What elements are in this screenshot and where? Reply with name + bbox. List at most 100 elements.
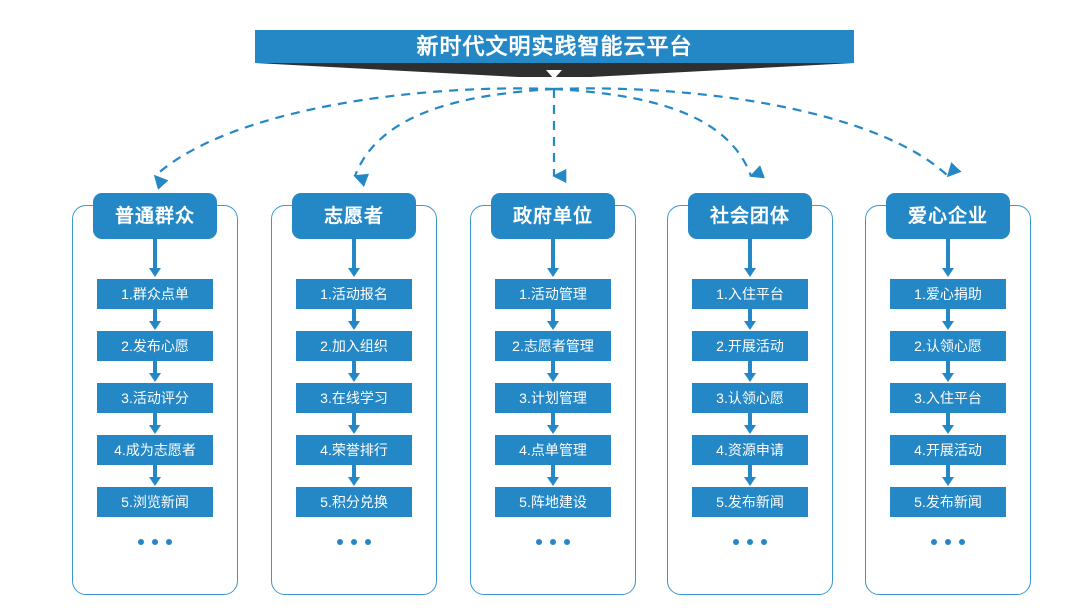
ellipsis-dot	[138, 539, 144, 545]
list-item[interactable]: 4.成为志愿者	[97, 435, 213, 465]
more-items-ellipsis	[337, 539, 371, 545]
column-header-volunteer[interactable]: 志愿者	[292, 193, 416, 239]
list-item-label: 1.活动管理	[519, 286, 587, 302]
list-item-label: 5.阵地建设	[519, 494, 587, 510]
column-body: 1.群众点单 2.发布心愿 3.活动评分 4.成为志愿者 5.浏览新闻	[72, 239, 238, 545]
down-arrow-icon	[546, 309, 560, 331]
list-item[interactable]: 1.爱心捐助	[890, 279, 1006, 309]
down-arrow-icon	[148, 413, 162, 435]
ellipsis-dot	[945, 539, 951, 545]
column-body: 1.入住平台 2.开展活动 3.认领心愿 4.资源申请 5.发布新闻	[667, 239, 833, 545]
column-header-government-unit[interactable]: 政府单位	[491, 193, 615, 239]
column-header-social-group[interactable]: 社会团体	[688, 193, 812, 239]
list-item-label: 1.入住平台	[716, 286, 784, 302]
list-item[interactable]: 3.在线学习	[296, 383, 412, 413]
down-arrow-icon	[941, 361, 955, 383]
list-item[interactable]: 5.发布新闻	[692, 487, 808, 517]
down-arrow-icon	[941, 239, 955, 279]
list-item[interactable]: 3.认领心愿	[692, 383, 808, 413]
column-header-label: 普通群众	[114, 205, 195, 227]
down-arrow-icon	[347, 309, 361, 331]
list-item-label: 4.荣誉排行	[320, 442, 388, 458]
down-arrow-icon	[941, 465, 955, 487]
list-item-label: 5.发布新闻	[914, 494, 982, 510]
list-item-label: 3.入住平台	[914, 390, 982, 406]
list-item[interactable]: 4.点单管理	[495, 435, 611, 465]
down-caret-icon	[546, 70, 562, 79]
list-item-label: 1.活动报名	[320, 286, 388, 302]
ellipsis-dot	[166, 539, 172, 545]
down-arrow-icon	[743, 413, 757, 435]
ellipsis-dot	[959, 539, 965, 545]
list-item[interactable]: 2.开展活动	[692, 331, 808, 361]
list-item[interactable]: 4.资源申请	[692, 435, 808, 465]
list-item-label: 3.活动评分	[121, 390, 189, 406]
list-item[interactable]: 3.计划管理	[495, 383, 611, 413]
ellipsis-dot	[761, 539, 767, 545]
role-column-volunteer: 志愿者 1.活动报名 2.加入组织 3.在线学习 4.荣誉排行 5.积分兑换	[271, 193, 437, 595]
list-item-label: 2.开展活动	[716, 338, 784, 354]
more-items-ellipsis	[931, 539, 965, 545]
list-item[interactable]: 2.认领心愿	[890, 331, 1006, 361]
list-item-label: 2.加入组织	[320, 338, 388, 354]
ellipsis-dot	[550, 539, 556, 545]
role-column-social-group: 社会团体 1.入住平台 2.开展活动 3.认领心愿 4.资源申请 5.发布新闻	[667, 193, 833, 595]
ellipsis-dot	[351, 539, 357, 545]
list-item[interactable]: 1.活动报名	[296, 279, 412, 309]
more-items-ellipsis	[536, 539, 570, 545]
column-header-label: 社会团体	[709, 205, 790, 227]
list-item[interactable]: 1.群众点单	[97, 279, 213, 309]
ellipsis-dot	[931, 539, 937, 545]
down-arrow-icon	[148, 239, 162, 279]
down-arrow-icon	[743, 361, 757, 383]
down-arrow-icon	[546, 413, 560, 435]
down-arrow-icon	[347, 239, 361, 279]
down-arrow-icon	[743, 465, 757, 487]
page-title: 新时代文明实践智能云平台	[416, 33, 693, 59]
list-item[interactable]: 5.发布新闻	[890, 487, 1006, 517]
list-item[interactable]: 5.阵地建设	[495, 487, 611, 517]
down-arrow-icon	[941, 309, 955, 331]
list-item-label: 3.认领心愿	[716, 390, 784, 406]
list-item[interactable]: 3.入住平台	[890, 383, 1006, 413]
list-item[interactable]: 5.浏览新闻	[97, 487, 213, 517]
ellipsis-dot	[365, 539, 371, 545]
column-body: 1.活动报名 2.加入组织 3.在线学习 4.荣誉排行 5.积分兑换	[271, 239, 437, 545]
list-item-label: 4.点单管理	[519, 442, 587, 458]
ellipsis-dot	[564, 539, 570, 545]
column-header-label: 政府单位	[512, 205, 593, 227]
list-item-label: 2.志愿者管理	[512, 338, 594, 354]
column-body: 1.爱心捐助 2.认领心愿 3.入住平台 4.开展活动 5.发布新闻	[865, 239, 1031, 545]
column-header-label: 志愿者	[323, 205, 384, 227]
list-item[interactable]: 3.活动评分	[97, 383, 213, 413]
list-item[interactable]: 5.积分兑换	[296, 487, 412, 517]
down-arrow-icon	[347, 413, 361, 435]
ellipsis-dot	[152, 539, 158, 545]
list-item-label: 2.发布心愿	[121, 338, 189, 354]
down-arrow-icon	[546, 239, 560, 279]
column-header-charity-enterprise[interactable]: 爱心企业	[886, 193, 1010, 239]
list-item[interactable]: 4.开展活动	[890, 435, 1006, 465]
list-item[interactable]: 1.入住平台	[692, 279, 808, 309]
down-arrow-icon	[148, 465, 162, 487]
list-item-label: 4.开展活动	[914, 442, 982, 458]
list-item[interactable]: 4.荣誉排行	[296, 435, 412, 465]
down-arrow-icon	[148, 309, 162, 331]
ellipsis-dot	[536, 539, 542, 545]
column-header-general-public[interactable]: 普通群众	[93, 193, 217, 239]
column-body: 1.活动管理 2.志愿者管理 3.计划管理 4.点单管理 5.阵地建设	[470, 239, 636, 545]
platform-title-banner: 新时代文明实践智能云平台	[255, 30, 854, 63]
more-items-ellipsis	[733, 539, 767, 545]
list-item-label: 3.在线学习	[320, 390, 388, 406]
list-item[interactable]: 2.志愿者管理	[495, 331, 611, 361]
down-arrow-icon	[347, 361, 361, 383]
list-item-label: 4.资源申请	[716, 442, 784, 458]
list-item[interactable]: 2.加入组织	[296, 331, 412, 361]
ellipsis-dot	[747, 539, 753, 545]
list-item[interactable]: 1.活动管理	[495, 279, 611, 309]
ellipsis-dot	[733, 539, 739, 545]
down-arrow-icon	[546, 361, 560, 383]
list-item[interactable]: 2.发布心愿	[97, 331, 213, 361]
more-items-ellipsis	[138, 539, 172, 545]
